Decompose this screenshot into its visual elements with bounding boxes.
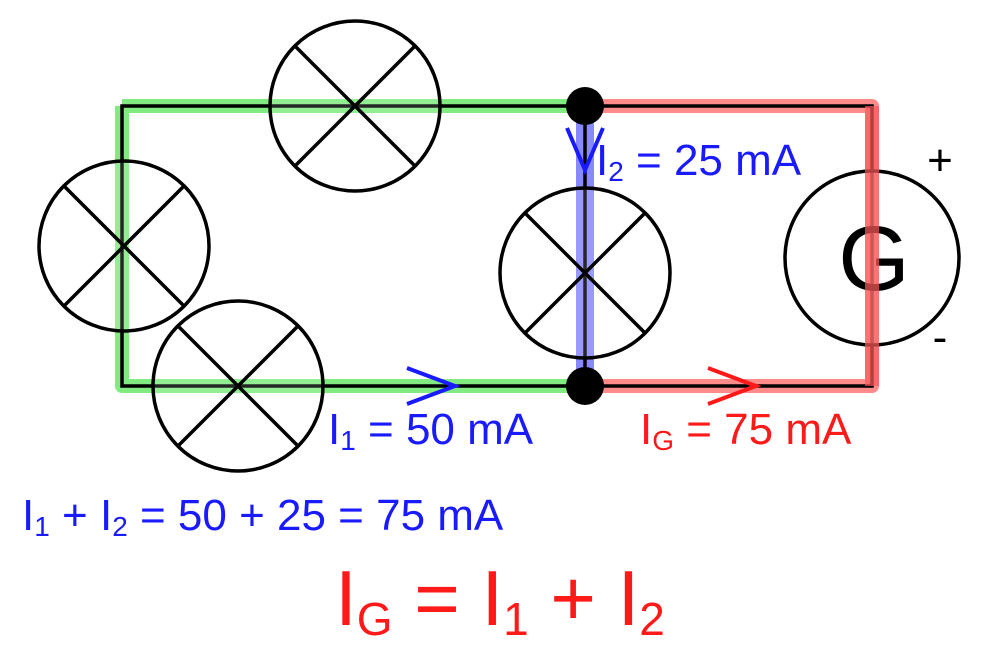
label-ig: IG = 75 mA (640, 405, 852, 456)
junction-node-icon (566, 367, 604, 405)
lamp-icon (268, 19, 442, 193)
lamp-icon (151, 299, 325, 473)
junction-node-icon (566, 87, 604, 125)
generator-minus-terminal: - (933, 313, 948, 362)
label-i2: I2 = 25 mA (596, 136, 802, 187)
i1-arrow-icon (406, 366, 461, 406)
main-equation: IG = I1 + I2 (335, 554, 665, 645)
generator-plus-terminal: + (927, 136, 953, 185)
lamp-icon (37, 159, 211, 333)
sum-equation: I1 + I2 = 50 + 25 = 75 mA (22, 491, 504, 542)
i2-arrow-icon (565, 127, 605, 176)
lamp-icon (498, 186, 672, 360)
ig-arrow-icon (707, 366, 762, 406)
label-i1: I1 = 50 mA (328, 405, 534, 456)
